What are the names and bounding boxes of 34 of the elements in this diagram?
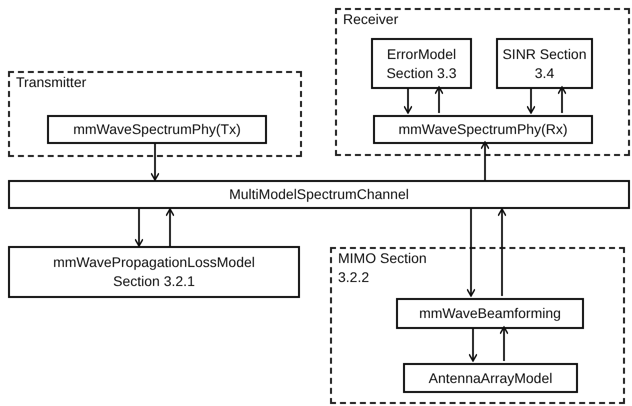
- arrow: [468, 327, 478, 362]
- arrow: [526, 87, 536, 114]
- component-box: [373, 115, 593, 144]
- arrow: [497, 208, 507, 296]
- arrow: [434, 86, 444, 113]
- group-frame: [330, 247, 625, 404]
- arrow: [466, 209, 476, 297]
- component-box: [8, 246, 300, 298]
- group-label: Receiver: [343, 10, 398, 29]
- group-frame: [8, 71, 302, 157]
- component-box: [371, 38, 472, 89]
- arrow: [557, 86, 567, 113]
- component-box: [47, 115, 267, 144]
- component-box: [8, 180, 630, 209]
- component-label: mmWaveSpectrumPhy(Rx): [398, 120, 568, 139]
- arrow: [403, 87, 413, 114]
- component-box: [403, 363, 578, 393]
- arrow: [134, 209, 144, 247]
- arrow: [165, 208, 175, 246]
- arrow: [150, 142, 160, 181]
- component-box: [396, 298, 584, 329]
- component-label: MultiModelSpectrumChannel: [229, 185, 409, 204]
- component-box: [496, 38, 593, 89]
- component-label: ErrorModel Section 3.3: [385, 44, 458, 82]
- group-frame: [335, 8, 630, 156]
- arrow: [499, 326, 509, 361]
- component-label: SINR Section 3.4: [502, 44, 588, 82]
- component-label: AntennaArrayModel: [428, 368, 552, 388]
- group-label: MIMO Section 3.2.2: [338, 249, 428, 287]
- component-label: mmWaveSpectrumPhy(Tx): [73, 120, 241, 139]
- group-label: Transmitter: [16, 73, 86, 92]
- component-label: mmWavePropagationLossModel Section 3.2.1: [52, 253, 256, 291]
- component-label: mmWaveBeamforming: [419, 304, 561, 323]
- arrow: [480, 141, 490, 180]
